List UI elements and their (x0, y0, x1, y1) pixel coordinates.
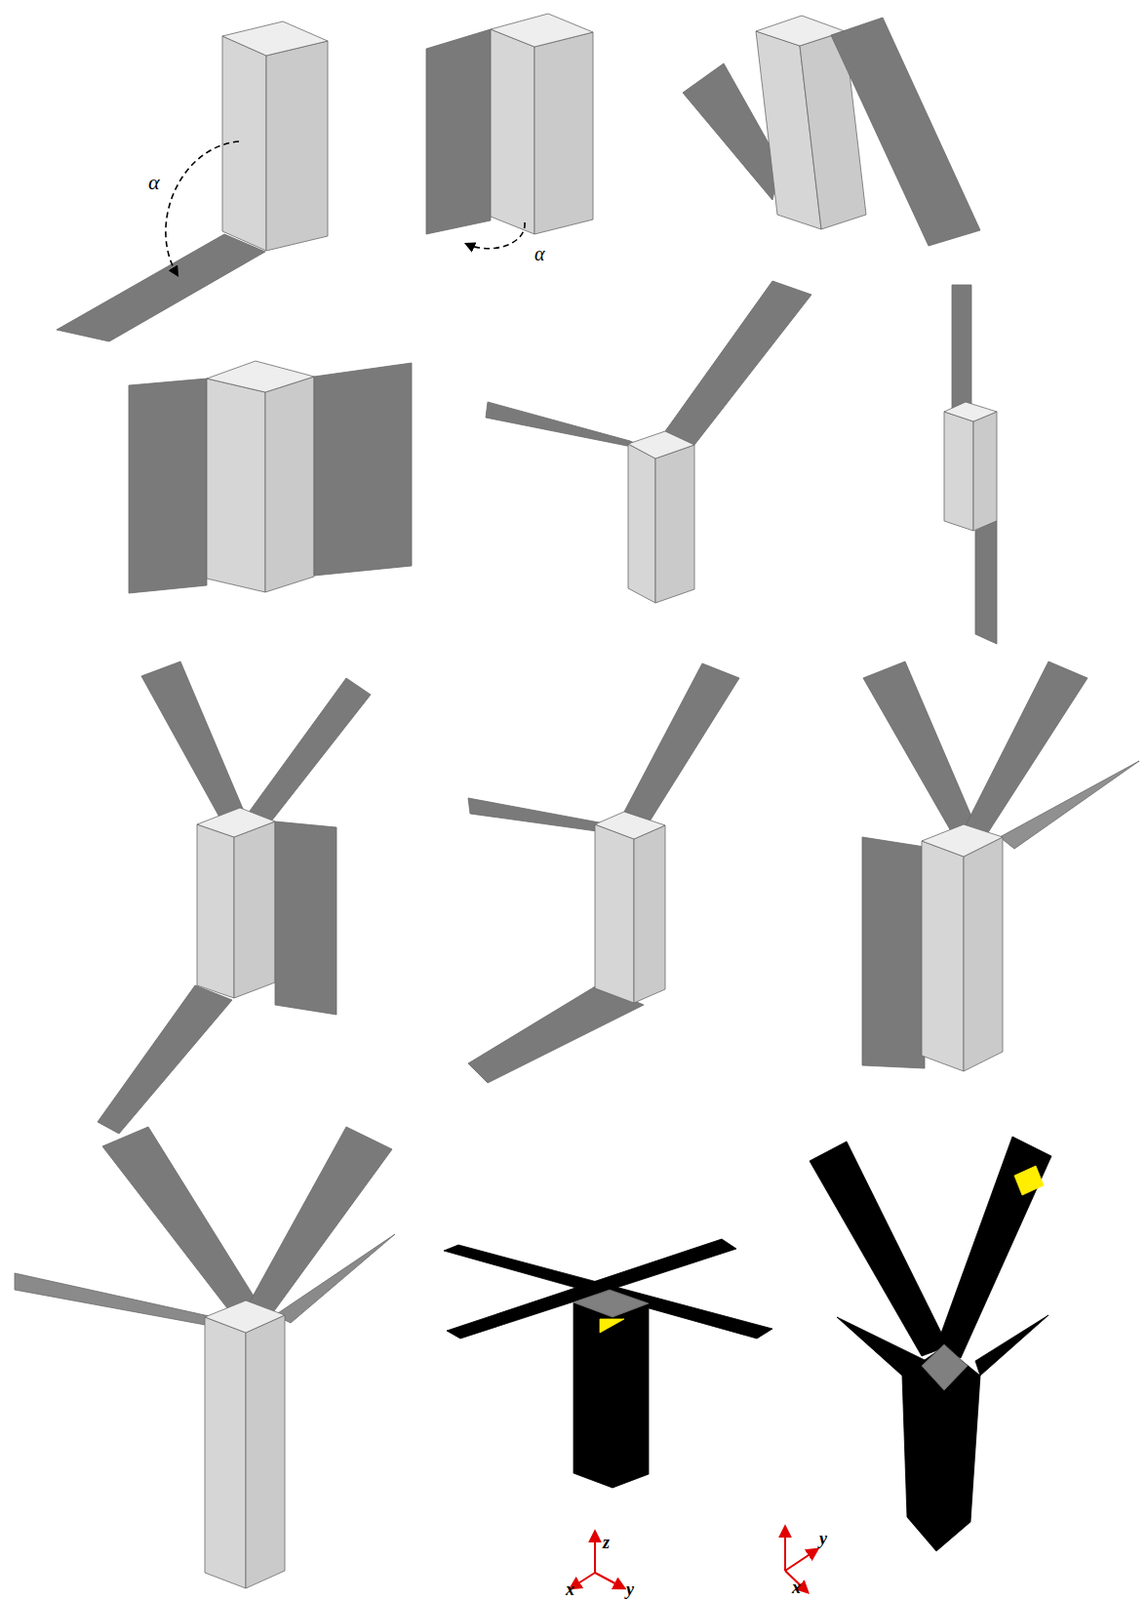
flap (485, 401, 652, 451)
flap (863, 661, 976, 831)
prism-face (612, 1303, 649, 1488)
prism-top (206, 360, 315, 393)
flap (862, 836, 925, 1068)
flap (14, 1272, 227, 1329)
flap (426, 29, 491, 235)
axis-arrow (593, 1531, 596, 1573)
axis-label: y (626, 1580, 634, 1598)
flap (836, 1316, 927, 1376)
axis-label: x (565, 1580, 575, 1598)
prism-top (628, 431, 695, 459)
prism-top (222, 21, 328, 56)
prism-face (245, 1314, 285, 1588)
flap (247, 677, 371, 822)
prism-face (973, 411, 997, 531)
prism-face (628, 443, 656, 603)
flap (951, 284, 972, 420)
prism-face (655, 444, 695, 603)
flap (999, 760, 1140, 849)
prism-face (594, 824, 634, 1003)
flap (975, 1314, 1049, 1376)
flap (141, 661, 246, 823)
prism-top (594, 811, 666, 839)
prism-face (204, 1316, 246, 1588)
angle-label: α (148, 171, 160, 194)
prism-face (266, 40, 328, 251)
flap (314, 362, 412, 576)
angle-label: α (534, 243, 546, 264)
axis-arrow (785, 1548, 818, 1571)
marker-patch (599, 1318, 625, 1333)
flap (275, 821, 337, 1015)
prism-top (490, 13, 594, 47)
prism-face (921, 840, 964, 1071)
prism-face (265, 376, 315, 593)
prism-top (921, 1344, 968, 1390)
flap (275, 1233, 396, 1323)
flap (975, 520, 997, 644)
flap (97, 985, 233, 1134)
flap (809, 1141, 949, 1356)
flap (624, 663, 740, 822)
axis-label: x (791, 1578, 801, 1596)
flap (102, 1126, 260, 1317)
marker-patch (1014, 1165, 1044, 1195)
prism-face (197, 824, 235, 998)
prism-face (963, 836, 1003, 1071)
prism-top (573, 1289, 649, 1317)
prism-face (944, 411, 974, 531)
prism-top (197, 807, 276, 837)
prism-top (204, 1300, 285, 1333)
prism-face (234, 821, 276, 998)
angle-arc (466, 222, 525, 249)
prism-face (573, 1302, 613, 1488)
prism-top (755, 15, 845, 46)
flap (468, 797, 610, 831)
flap (830, 17, 981, 246)
axis-label: z (602, 1533, 610, 1551)
flap (468, 985, 644, 1083)
prism-face (490, 29, 535, 235)
prism-top (944, 401, 997, 422)
prism-face (534, 32, 594, 235)
prism-top (921, 824, 1003, 857)
flap (128, 378, 207, 594)
angle-arc (165, 141, 239, 276)
flap (665, 280, 812, 445)
prism-face (206, 378, 266, 593)
axis-arrow (784, 1526, 787, 1571)
prism-face (633, 825, 666, 1003)
axis-label: y (819, 1529, 828, 1547)
axis-arrow (594, 1572, 625, 1588)
flap (56, 234, 266, 342)
